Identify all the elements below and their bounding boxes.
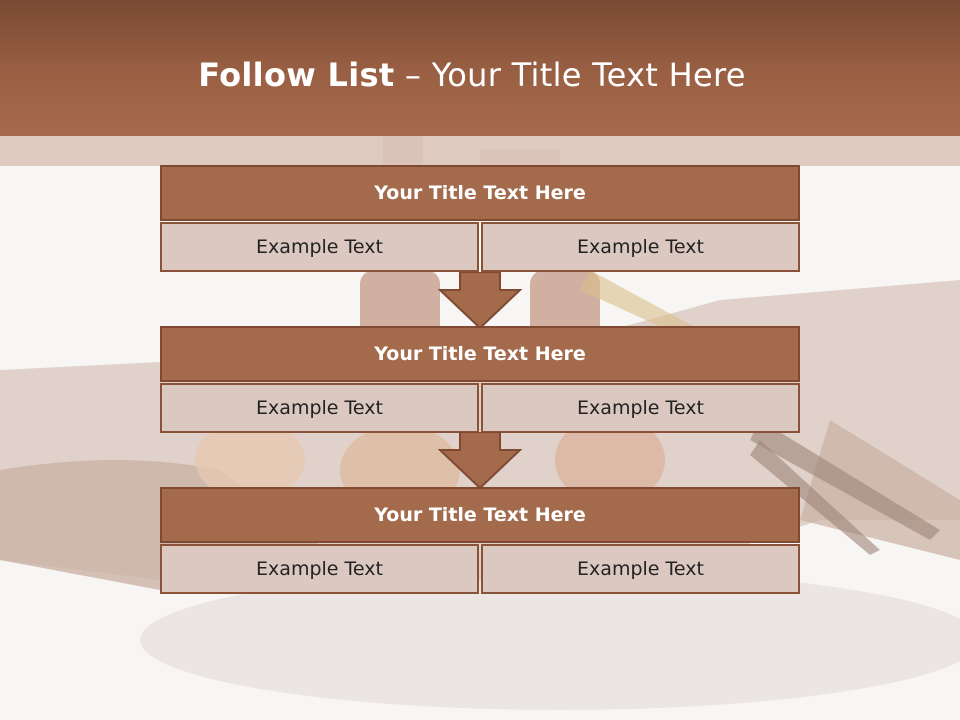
step-title-3: Your Title Text Here	[160, 487, 800, 543]
step-2-left-text: Example Text	[160, 383, 479, 433]
page-title-rest: – Your Title Text Here	[394, 56, 746, 94]
page-title-bold: Follow List	[198, 56, 395, 94]
page-title: Follow List – Your Title Text Here	[0, 56, 944, 94]
step-1-right-text: Example Text	[481, 222, 800, 272]
step-row-2: Example Text Example Text	[160, 383, 800, 433]
down-arrow-icon	[438, 272, 522, 330]
step-1-left-text: Example Text	[160, 222, 479, 272]
down-arrow-icon	[438, 432, 522, 490]
step-box-1: Your Title Text Here Example Text Exampl…	[160, 165, 800, 272]
header-strip	[0, 136, 960, 166]
header-band	[0, 0, 960, 136]
step-3-right-text: Example Text	[481, 544, 800, 594]
step-box-3: Your Title Text Here Example Text Exampl…	[160, 487, 800, 594]
step-3-left-text: Example Text	[160, 544, 479, 594]
step-title-2: Your Title Text Here	[160, 326, 800, 382]
step-row-3: Example Text Example Text	[160, 544, 800, 594]
step-2-right-text: Example Text	[481, 383, 800, 433]
step-row-1: Example Text Example Text	[160, 222, 800, 272]
step-title-1: Your Title Text Here	[160, 165, 800, 221]
step-box-2: Your Title Text Here Example Text Exampl…	[160, 326, 800, 433]
